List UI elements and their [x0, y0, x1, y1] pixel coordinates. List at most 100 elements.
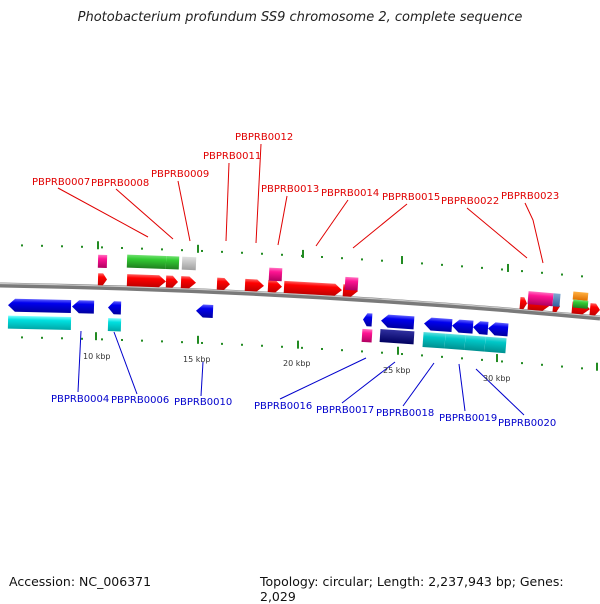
reverse-rna-feature	[422, 331, 446, 349]
leader-line	[315, 199, 349, 247]
gene-label-forward[interactable]: PBPRB0022	[441, 196, 499, 207]
forward-gene	[244, 278, 264, 292]
tick-mark	[381, 351, 383, 354]
major-tick-mark	[496, 354, 498, 363]
tick-mark	[101, 338, 103, 341]
major-tick-mark	[95, 332, 97, 341]
reverse-gene	[72, 300, 95, 314]
major-tick-mark	[197, 335, 199, 344]
forward-gene	[126, 274, 166, 288]
gene-label-forward[interactable]: PBPRB0014	[321, 188, 379, 199]
tick-mark	[261, 344, 263, 347]
reverse-gene	[381, 314, 415, 330]
tick-mark	[441, 355, 443, 358]
tick-mark	[21, 244, 23, 247]
gene-label-forward[interactable]: PBPRB0023	[501, 191, 559, 202]
major-tick-mark	[401, 256, 403, 265]
major-tick-mark	[397, 346, 399, 355]
scale-label: 15 kbp	[183, 355, 211, 364]
leader-line	[277, 195, 288, 246]
forward-gene	[267, 280, 282, 293]
gene-label-reverse[interactable]: PBPRB0004	[51, 394, 109, 405]
leader-line	[524, 202, 544, 264]
forward-gene	[180, 276, 196, 289]
reverse-gene	[108, 301, 122, 315]
rna-feature	[97, 254, 108, 269]
leader-line	[255, 143, 262, 244]
major-tick-mark	[302, 249, 304, 258]
leader-line	[57, 187, 149, 238]
major-tick-mark	[197, 244, 199, 253]
tick-mark	[241, 251, 243, 254]
chromosome-backbone	[0, 282, 600, 321]
gene-label-forward[interactable]: PBPRB0013	[261, 184, 319, 195]
tick-mark	[281, 253, 283, 256]
leader-line	[352, 203, 408, 249]
reverse-gene	[488, 322, 509, 337]
label-leader-lines	[57, 143, 544, 416]
gene-label-reverse[interactable]: PBPRB0016	[254, 401, 312, 412]
reverse-gene	[196, 304, 214, 318]
leader-line	[475, 368, 525, 416]
leader-line	[279, 357, 367, 400]
tick-mark	[561, 273, 563, 276]
gene-label-reverse[interactable]: PBPRB0010	[174, 397, 232, 408]
major-tick-mark	[507, 263, 509, 272]
forward-gene	[283, 280, 342, 296]
tick-mark	[81, 337, 83, 340]
tick-mark	[181, 341, 183, 344]
tick-mark	[241, 343, 243, 346]
tick-mark	[341, 257, 343, 260]
forward-gene	[519, 296, 527, 310]
tick-mark	[381, 259, 383, 262]
tick-mark	[221, 342, 223, 345]
tick-mark	[321, 347, 323, 350]
tick-mark	[281, 345, 283, 348]
reverse-rna-feature	[7, 315, 72, 330]
leader-line	[466, 207, 528, 259]
misc-feature	[572, 291, 589, 301]
reverse-gene	[424, 317, 453, 333]
gene-label-forward[interactable]: PBPRB0012	[235, 132, 293, 143]
tick-mark	[481, 358, 483, 361]
gene-label-forward[interactable]: PBPRB0008	[91, 178, 149, 189]
reverse-gene	[379, 329, 415, 345]
gene-label-reverse[interactable]: PBPRB0019	[439, 413, 497, 424]
pseudogene-feature	[181, 256, 197, 271]
gene-label-reverse[interactable]: PBPRB0018	[376, 408, 434, 419]
gene-label-forward[interactable]: PBPRB0009	[151, 169, 209, 180]
gene-label-reverse[interactable]: PBPRB0020	[498, 418, 556, 429]
tick-mark	[581, 367, 583, 370]
tick-mark	[161, 248, 163, 251]
tick-mark	[261, 252, 263, 255]
tick-mark	[481, 266, 483, 269]
tick-mark	[61, 245, 63, 248]
reverse-gene	[473, 321, 489, 335]
leader-line	[402, 362, 435, 407]
tick-mark	[201, 249, 203, 252]
gene-label-reverse[interactable]: PBPRB0006	[111, 395, 169, 406]
gene-label-forward[interactable]: PBPRB0015	[382, 192, 440, 203]
gene-label-reverse[interactable]: PBPRB0017	[316, 405, 374, 416]
tick-mark	[321, 255, 323, 258]
leader-line	[200, 361, 204, 397]
tick-mark	[401, 353, 403, 356]
gene-label-forward[interactable]: PBPRB0007	[32, 177, 90, 188]
tick-mark	[141, 247, 143, 250]
misc-feature	[126, 254, 167, 269]
leader-line	[77, 330, 82, 393]
scale-label: 30 kbp	[483, 374, 511, 383]
leader-line	[115, 188, 174, 240]
scale-label: 25 kbp	[383, 366, 411, 375]
tick-mark	[461, 265, 463, 268]
forward-gene	[165, 275, 178, 288]
accession-text: Accession: NC_006371	[9, 574, 152, 589]
major-tick-mark	[97, 241, 99, 250]
tick-mark	[81, 245, 83, 248]
gene-label-forward[interactable]: PBPRB0011	[203, 151, 261, 162]
misc-feature	[165, 256, 180, 270]
rna-feature	[527, 291, 554, 307]
scale-label: 10 kbp	[83, 352, 111, 361]
reverse-gene	[363, 313, 373, 327]
